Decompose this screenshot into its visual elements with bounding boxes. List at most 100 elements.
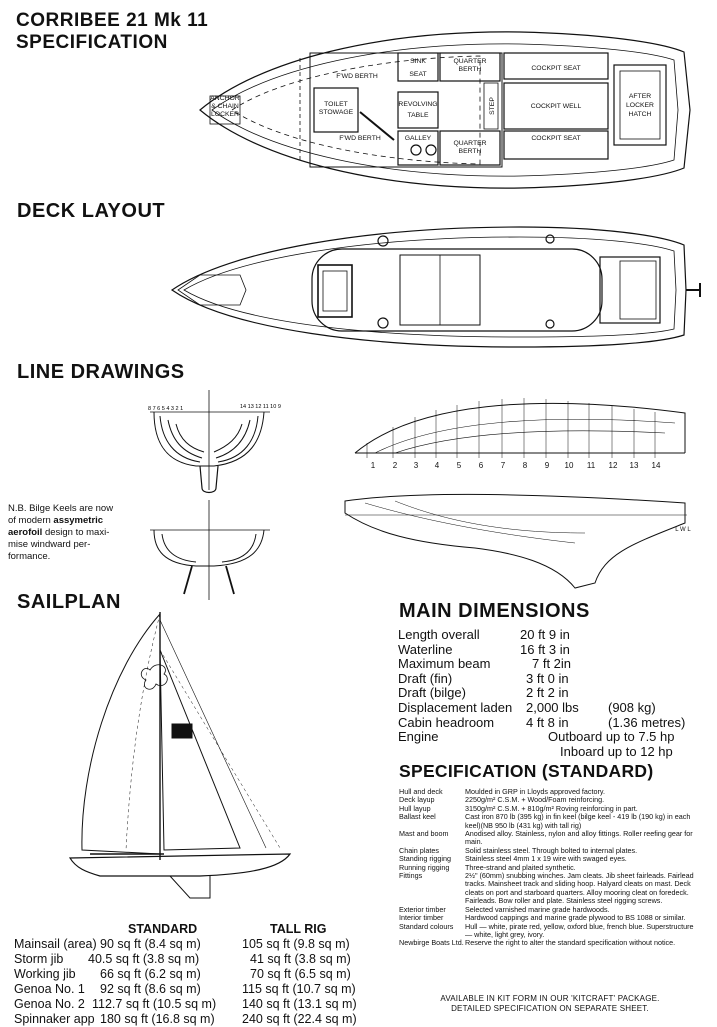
spec-row: Running rigging Three-strand and plaited … <box>399 862 699 872</box>
plan-label-anchor: ANCHOR <box>210 95 240 102</box>
page-title: CORRIBEE 21 Mk 11 <box>16 10 209 31</box>
dimension-value: 20 ft 9 in <box>520 627 570 642</box>
station-number: 14 <box>652 461 661 470</box>
sailplan-drawing <box>68 612 292 899</box>
footer-note: AVAILABLE IN KIT FORM IN OUR 'KITCRAFT' … <box>400 994 700 1014</box>
dimension-value: 7 ft 2in <box>532 656 572 672</box>
dimension-extra: (1.36 metres) <box>608 714 686 730</box>
plan-label-quarter-berth: QUARTER <box>453 140 486 147</box>
main-dimensions-heading: MAIN DIMENSIONS <box>399 600 590 622</box>
spec-value: 3150g/m² C.S.M. + 810g/m² Roving reinfor… <box>465 803 638 813</box>
spec-row: Standard colours Hull — white, pirate red… <box>399 921 699 940</box>
sailplan-heading: SAILPLAN <box>17 591 121 613</box>
spec-value: Selected varnished marine grade hardwood… <box>465 904 610 914</box>
sail-tall-area: 105 sq ft (9.8 sq m) <box>242 937 350 951</box>
dimension-extra: (908 kg) <box>608 699 656 715</box>
plan-label-seat: SEAT <box>409 71 426 78</box>
spec-key: Standing rigging <box>399 854 451 864</box>
bilge-keel-note: N.B. Bilge Keels are now of modern assym… <box>8 503 128 563</box>
dimension-row: Displacement laden 2,000 lbs (908 kg) <box>398 699 708 716</box>
spec-value: Anodised alloy. Stainless, nylon and all… <box>465 829 693 847</box>
dimension-value: 2,000 lbs <box>526 699 579 715</box>
dimension-row: Length overall 20 ft 9 in <box>398 627 708 643</box>
spec-value: 2½" (60mm) snubbing winches. Jam cleats.… <box>465 871 694 906</box>
dimension-value: 2 ft 2 in <box>526 685 569 701</box>
footer-line: AVAILABLE IN KIT FORM IN OUR 'KITCRAFT' … <box>440 994 660 1003</box>
station-number: 11 <box>587 461 596 470</box>
sail-area-table: Mainsail (area)90 sq ft (8.4 sq m)105 sq… <box>14 937 386 1027</box>
section-numbers-right: 14 13 12 11 10 9 <box>240 404 281 410</box>
station-number: 3 <box>414 461 419 470</box>
sail-standard-area: 40.5 sq ft (3.8 sq m) <box>88 952 200 966</box>
spec-key: Newbirge Boats Ltd. <box>399 938 464 948</box>
station-number: 13 <box>630 461 639 470</box>
spec-key: Standard colours <box>399 921 454 931</box>
plan-label-after-locker: LOCKER <box>626 102 654 109</box>
sail-name: Genoa No. 1 <box>14 982 85 996</box>
spec-key: Fittings <box>399 871 423 881</box>
note-line: of modern assymetric <box>8 515 128 527</box>
sail-tall-area: 41 sq ft (3.8 sq m) <box>250 952 351 966</box>
spec-value: Moulded in GRP in Lloyds approved factor… <box>465 787 605 796</box>
sail-name: Mainsail (area) <box>14 937 97 951</box>
dimension-label: Displacement laden <box>398 699 513 715</box>
station-number: 1 <box>371 461 376 470</box>
plan-label-cockpit-seat: COCKPIT SEAT <box>531 65 580 72</box>
spec-value: Hull — white, pirate red, yellow, oxford… <box>465 921 694 939</box>
station-number: 5 <box>457 461 462 470</box>
dimension-row: Maximum beam 7 ft 2in <box>398 657 708 672</box>
note-line: N.B. Bilge Keels are now <box>8 503 114 514</box>
plan-label-toilet: TOILET <box>324 101 348 108</box>
spec-key: Chain plates <box>399 845 439 855</box>
lwl-label: L W L <box>675 527 691 533</box>
sail-name: Working jib <box>14 967 76 981</box>
dimension-row: Draft (bilge) 2 ft 2 in <box>398 686 708 701</box>
spec-value: Reserve the right to alter the standard … <box>465 938 676 948</box>
plan-label-sink: SINK <box>410 58 426 65</box>
station-number: 6 <box>479 461 484 470</box>
dimension-value: Outboard up to 7.5 hp <box>548 729 675 745</box>
plan-label-cockpit-well: COCKPIT WELL <box>531 103 582 110</box>
dimension-label: Length overall <box>398 627 480 642</box>
spec-row: Standing rigging Stainless steel 4mm 1 x … <box>399 854 699 864</box>
dimension-label: Draft (bilge) <box>398 685 466 701</box>
column-header-standard: STANDARD <box>128 922 198 936</box>
spec-row: Newbirge Boats Ltd.Reserve the right to … <box>399 938 699 948</box>
deck-layout-heading: DECK LAYOUT <box>17 200 166 222</box>
station-number: 10 <box>565 461 574 470</box>
dimension-label: Waterline <box>398 641 453 657</box>
spec-key: Running rigging <box>399 862 450 872</box>
line-drawings-heading: LINE DRAWINGS <box>17 361 185 383</box>
spec-value: Three-strand and plaited synthetic. <box>465 862 576 872</box>
sail-tall-area: 140 sq ft (13.1 sq m) <box>242 997 357 1011</box>
plan-label-table: TABLE <box>407 112 428 119</box>
plan-label-step: STEP <box>489 97 496 115</box>
sail-standard-area: 112.7 sq ft (10.5 sq m) <box>92 997 217 1011</box>
sail-standard-area: 66 sq ft (6.2 sq m) <box>100 967 201 981</box>
spec-row: Deck layup 2250g/m² C.S.M. + Wood/Foam re… <box>399 795 699 805</box>
dimension-label: Engine <box>398 729 439 745</box>
sail-name: Storm jib <box>14 952 64 966</box>
note-line: formance. <box>8 551 51 562</box>
sail-standard-area: 92 sq ft (8.6 sq m) <box>100 982 201 996</box>
note-emphasis: aerofoil <box>8 527 43 538</box>
dimension-row: Inboard up to 12 hp <box>398 744 708 760</box>
station-number: 9 <box>545 461 550 470</box>
deck-layout-drawing <box>170 226 701 348</box>
accommodation-plan-drawing: ANCHOR & CHAIN LOCKER F'WD BERTH F'WD BE… <box>199 31 691 189</box>
spec-key: Deck layup <box>399 795 435 805</box>
spec-value: 2250g/m² C.S.M. + Wood/Foam reinforcing. <box>465 795 605 805</box>
note-line: mise windward per- <box>8 539 91 550</box>
spec-row: Fittings 2½" (60mm) snubbing winches. Jam… <box>399 871 699 906</box>
spec-value: Stainless steel 4mm 1 x 19 wire with swa… <box>465 854 627 864</box>
dimension-label: Maximum beam <box>398 656 491 672</box>
spec-key: Hull layup <box>399 803 431 813</box>
plan-label-galley: GALLEY <box>405 135 432 142</box>
